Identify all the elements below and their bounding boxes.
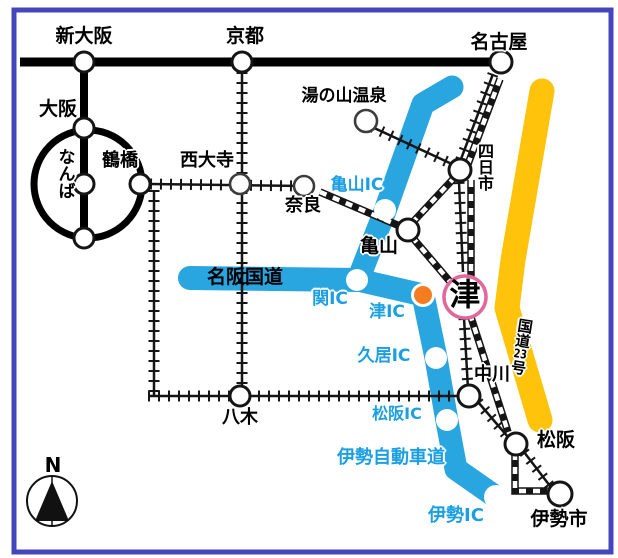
map-frame — [11, 7, 614, 555]
station-label-saidaiji: 西大寺 — [180, 150, 234, 171]
station-label-shin-osaka: 新大阪 — [55, 25, 113, 47]
station-label-kyoto: 京都 — [225, 25, 265, 47]
ise-shi-station — [546, 480, 574, 508]
station-label-osaka: 大阪 — [38, 98, 78, 120]
yokkaichi-station — [447, 157, 473, 183]
ic-label-tsu: 津IC — [369, 302, 405, 322]
osaka-station — [72, 116, 96, 140]
route23-go: 号 — [508, 358, 529, 377]
ise-ic-circle — [484, 485, 508, 509]
kintetsu-lines — [148, 72, 555, 490]
ic-label-seki: 関IC — [312, 289, 348, 309]
station-label-tsuruhashi: 鶴橋 — [102, 150, 138, 171]
kameyama-station — [395, 217, 421, 243]
yagi-station — [228, 384, 252, 408]
tsuruhashi-station — [128, 172, 152, 196]
meihan-kokudo-road — [178, 266, 370, 292]
destination-label-tsu: 津 — [449, 277, 481, 314]
road-label-ise-expressway: 伊勢自動車道 — [337, 447, 445, 468]
nara-station — [292, 174, 316, 198]
route23-road-yellow — [494, 78, 555, 433]
loop-south-station — [72, 226, 96, 250]
station-label-yunoyama-onsen: 湯の山温泉 — [301, 86, 387, 106]
station-label-matsusaka: 松阪 — [536, 429, 576, 451]
station-circles — [72, 49, 574, 508]
kyoto-station — [230, 50, 254, 74]
shin-osaka-station — [72, 50, 96, 74]
jr-lines — [318, 77, 548, 495]
matsusaka-station — [503, 431, 529, 457]
compass-icon — [26, 475, 78, 527]
tsu-destination-circle — [442, 274, 488, 320]
station-label-nakagawa: 中川 — [474, 364, 510, 385]
ic-circles — [346, 199, 508, 509]
hisai-ic-circle — [425, 347, 447, 369]
nakagawa-station — [456, 383, 482, 409]
station-label-nagoya: 名古屋 — [470, 31, 528, 53]
nagoya-station — [488, 49, 514, 75]
ic-label-matsusaka: 松阪IC — [372, 404, 422, 423]
station-label-kameyama: 亀山 — [359, 235, 399, 257]
road-label-meihan-kokudo: 名阪国道 — [206, 266, 284, 288]
saidaiji-station — [228, 172, 252, 196]
station-label-namba: なんば — [54, 148, 75, 199]
station-label-ise-shi: 伊勢市 — [530, 508, 588, 530]
compass-north-label: N — [44, 453, 62, 477]
matsusaka-ic-circle — [436, 409, 458, 431]
kameyama-ic-circle — [374, 199, 396, 221]
namba-station — [72, 172, 96, 196]
ic-label-hisai: 久居IC — [357, 346, 411, 366]
tsu-ic-orange-marker — [414, 286, 432, 304]
station-label-nara: 奈良 — [285, 195, 321, 216]
yunoyama-onsen-station — [353, 108, 379, 134]
station-label-yokkaichi: 四日市 — [475, 143, 494, 191]
station-label-yagi: 八木 — [222, 407, 258, 428]
seki-ic-circle — [346, 269, 368, 291]
ic-label-ise: 伊勢IC — [428, 505, 484, 526]
ic-label-kameyama: 亀山IC — [330, 175, 384, 195]
